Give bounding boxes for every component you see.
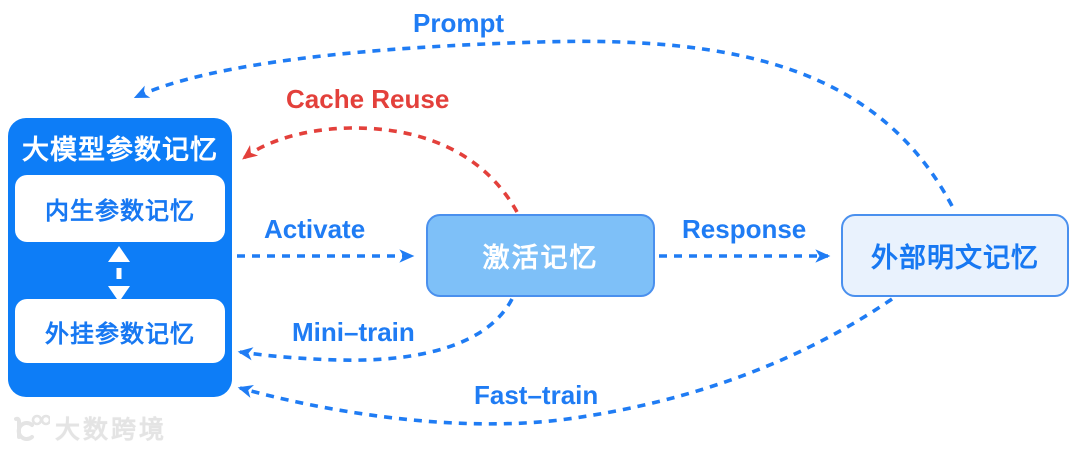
node-external-param-memory: 外挂参数记忆 [15, 299, 225, 363]
mini-train-arrow [237, 298, 514, 362]
node-external-plaintext-memory-label: 外部明文记忆 [871, 243, 1039, 273]
cache-reuse-arrow [242, 126, 519, 213]
watermark-logo-icon [14, 414, 50, 441]
edge-label-response: Response [682, 214, 807, 244]
node-external-param-memory-label: 外挂参数记忆 [45, 320, 195, 348]
node-endogenous-param-memory-label: 内生参数记忆 [45, 198, 195, 225]
watermark: 大数跨境 [10, 410, 167, 446]
prompt-arrow [133, 39, 954, 207]
node-external-plaintext-memory: 外部明文记忆 [841, 214, 1069, 297]
node-param-memory: 大模型参数记忆 内生参数记忆 外挂参数记忆 [8, 118, 232, 397]
edge-label-fast-train: Fast–train [474, 380, 599, 410]
edge-label-cache-reuse: Cache Reuse [286, 84, 450, 114]
edge-label-prompt: Prompt [413, 8, 504, 38]
fast-train-arrow [237, 297, 894, 426]
node-activated-memory: 激活记忆 [426, 214, 655, 297]
node-endogenous-param-memory: 内生参数记忆 [15, 175, 225, 242]
node-param-memory-title: 大模型参数记忆 [22, 135, 218, 165]
bidirectional-arrow-icon [108, 246, 130, 302]
node-activated-memory-label: 激活记忆 [482, 243, 599, 273]
edge-label-activate: Activate [264, 214, 366, 244]
edge-label-mini-train: Mini–train [292, 317, 415, 347]
watermark-text: 大数跨境 [55, 416, 168, 444]
